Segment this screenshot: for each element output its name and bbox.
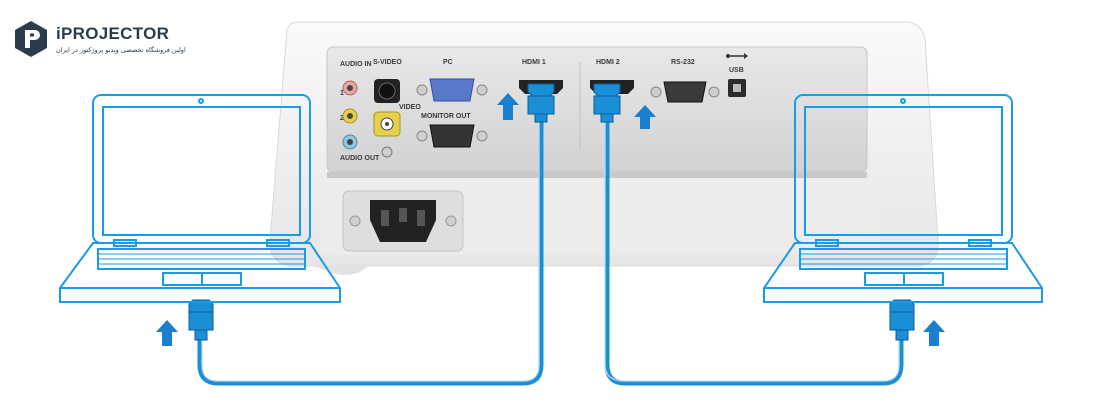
up-arrow-icon [634,105,656,129]
audio-ports: AUDIO IN 1 2 AUDIO OUT [340,61,380,162]
monitor-out-port [429,124,475,148]
hdmi-plug-icon [593,83,621,123]
up-arrow-icon [923,320,945,346]
cable-right [604,115,904,386]
control-ports: RS-232 USB [650,53,748,103]
left-keyboard [98,253,305,265]
cable-left [197,115,544,386]
pc-vga-port [429,78,475,102]
laptop-icon [59,94,341,303]
hdmi2-label: HDMI 2 [596,59,620,66]
audio-out-label: AUDIO OUT [340,155,380,162]
brand-logo: iPROJECTOR اولین فروشگاه تخصصی ویدیو پرو… [14,20,186,58]
video-label: VIDEO [399,104,421,111]
vga-ports: PC MONITOR OUT [416,59,488,148]
hdmi-plug-icon [889,299,915,341]
up-arrow-icon [156,320,178,346]
logo-icon [15,21,47,57]
hdmi-plug-icon [188,299,214,341]
hdmi1-label: HDMI 1 [522,59,546,66]
rs232-port [663,81,707,103]
usb-icon [726,53,748,59]
audio-in-2-label: 2 [340,115,344,122]
monitor-out-label: MONITOR OUT [421,113,471,120]
brand-tagline: اولین فروشگاه تخصصی ویدیو پروژکتور در ای… [56,46,186,54]
rs232-label: RS-232 [671,59,695,66]
brand-name: iPROJECTOR [56,24,170,43]
svideo-video-ports: S-VIDEO VIDEO [373,59,421,158]
up-arrow-icon [497,93,519,120]
hdmi-cables [197,115,904,386]
svideo-label: S-VIDEO [373,59,402,66]
audio-in-1-label: 1 [340,90,344,97]
right-keyboard [800,253,1007,265]
hdmi-plug-icon [527,83,555,123]
pc-label: PC [443,59,453,66]
usb-label: USB [729,67,744,74]
power-socket-icon [342,190,464,252]
audio-in-label: AUDIO IN [340,61,372,68]
